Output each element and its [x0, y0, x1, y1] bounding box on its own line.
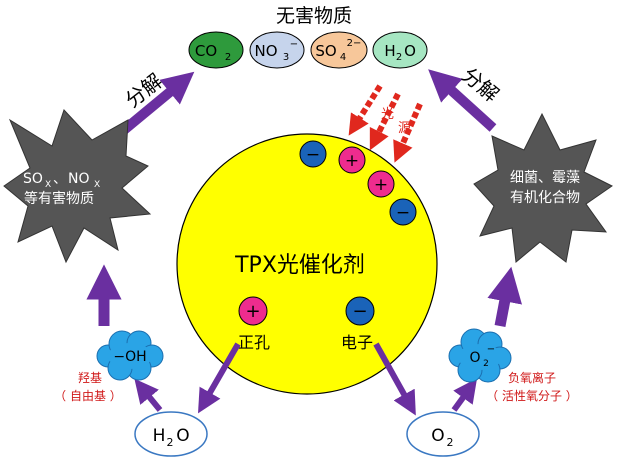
svg-text:NO: NO	[68, 171, 90, 187]
svg-text:2: 2	[447, 436, 454, 449]
charge-minus-1: −	[299, 140, 327, 168]
electron-to-oxygen-arrow	[373, 342, 416, 416]
superoxide-label: 负氧离子	[508, 370, 556, 385]
svg-text:、: 、	[53, 171, 67, 187]
product-so4: SO 4 2−	[310, 31, 368, 69]
svg-text:−: −	[487, 344, 495, 355]
water-to-hydroxyl-arrow	[134, 378, 163, 412]
hydroxyl-sublabel: （ 自由基 ）	[54, 389, 122, 403]
product-h2o: H 2 O	[372, 31, 428, 69]
svg-text:−: −	[352, 301, 367, 322]
light-source-char-2: 源	[398, 121, 411, 136]
hydroxyl-cloud: −OH	[96, 330, 164, 381]
electron-charge: −	[345, 296, 375, 326]
svg-text:−: −	[306, 145, 320, 165]
svg-text:X: X	[45, 180, 51, 190]
svg-text:2: 2	[225, 52, 231, 63]
svg-text:2: 2	[483, 359, 489, 369]
svg-text:O: O	[404, 42, 416, 60]
svg-text:细菌、霉藻: 细菌、霉藻	[510, 170, 580, 186]
superoxide-to-burst-arrow	[487, 266, 522, 328]
oxygen-to-superoxide-arrow	[451, 378, 478, 412]
svg-text:+: +	[245, 301, 260, 322]
product-co2: CO 2	[188, 31, 244, 69]
electron-label: 电子	[341, 333, 373, 352]
hole-label: 正孔	[238, 333, 270, 352]
svg-text:+: +	[374, 175, 388, 195]
decompose-arrow-left	[120, 71, 195, 134]
decompose-arrow-right	[428, 69, 497, 132]
svg-text:−OH: −OH	[113, 349, 146, 365]
catalyst-circle	[176, 133, 438, 395]
left-burst-text: SO X 、 NO X 等有害物质	[23, 171, 100, 207]
svg-text:2: 2	[167, 436, 174, 449]
svg-text:2: 2	[396, 52, 402, 63]
superoxide-cloud: O 2 −	[448, 328, 512, 383]
svg-text:3: 3	[283, 52, 289, 63]
svg-text:等有害物质: 等有害物质	[24, 190, 94, 207]
harmful-substances-burst	[3, 109, 152, 264]
svg-text:SO: SO	[315, 42, 336, 60]
charge-minus-2: −	[389, 198, 417, 226]
light-source-rays	[348, 84, 423, 163]
svg-text:SO: SO	[23, 171, 43, 187]
svg-text:O: O	[431, 426, 444, 446]
svg-text:X: X	[94, 180, 100, 190]
bacteria-organic-burst	[473, 112, 613, 263]
hole-charge: +	[238, 296, 268, 326]
right-burst-text: 细菌、霉藻 有机化合物	[510, 170, 580, 206]
hole-to-water-arrow	[198, 342, 241, 414]
oxygen-ellipse: O 2	[406, 411, 480, 457]
title: 无害物质	[276, 5, 352, 27]
water-ellipse: H 2 O	[134, 411, 208, 457]
light-source-char-1: 光	[381, 107, 394, 122]
svg-text:−: −	[290, 39, 298, 50]
svg-text:H: H	[384, 42, 395, 60]
charge-plus-1: +	[338, 146, 366, 174]
svg-text:4: 4	[340, 52, 346, 63]
svg-text:CO: CO	[195, 42, 217, 60]
svg-text:有机化合物: 有机化合物	[510, 190, 580, 206]
charge-plus-2: +	[367, 170, 395, 198]
svg-text:O: O	[176, 426, 189, 446]
svg-text:2−: 2−	[347, 38, 362, 49]
svg-text:H: H	[153, 426, 166, 446]
superoxide-sublabel: （ 活性氧分子 ）	[486, 389, 578, 403]
product-no3: NO 3 −	[249, 31, 305, 69]
catalyst-label: TPX光催化剂	[234, 253, 365, 278]
svg-text:−: −	[396, 203, 410, 223]
svg-text:O: O	[469, 350, 480, 366]
svg-text:+: +	[345, 151, 359, 171]
svg-text:NO: NO	[254, 42, 277, 60]
hydroxyl-label: 羟基	[78, 370, 102, 385]
